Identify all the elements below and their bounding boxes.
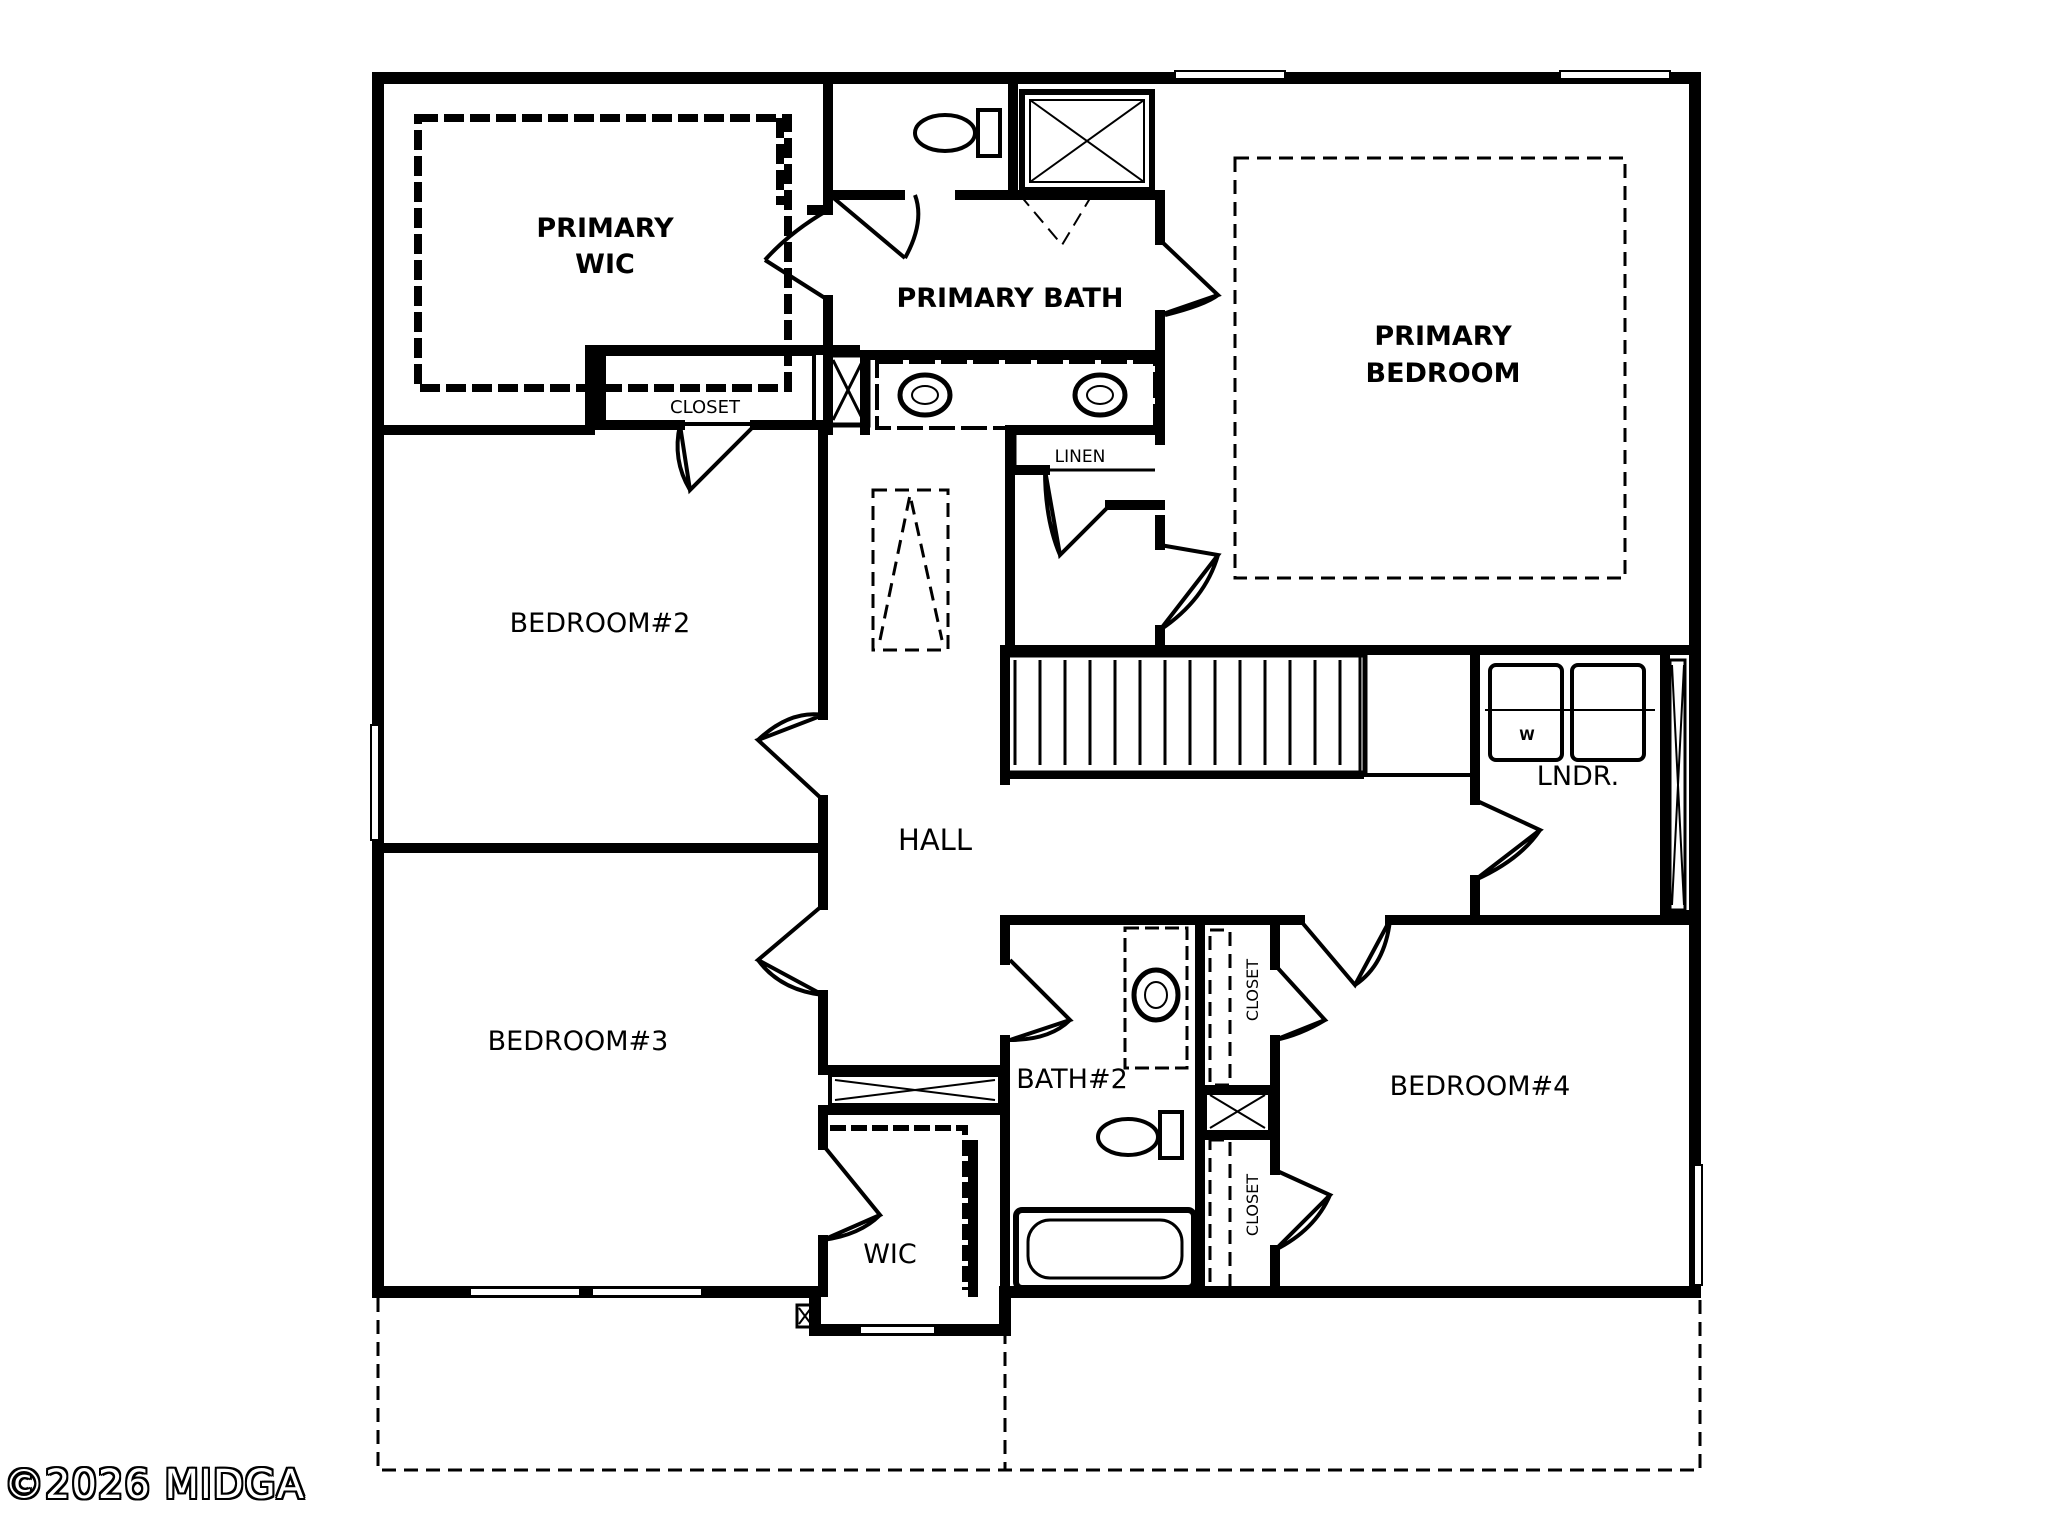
windows — [370, 70, 1703, 1335]
label-laundry: LNDR. — [1537, 761, 1619, 792]
wic-small-shelving — [830, 1125, 968, 1290]
label-closet-right-lower: CLOSET — [1243, 1174, 1262, 1236]
staircase — [1002, 652, 1470, 777]
closet-shelving — [1203, 928, 1272, 1292]
label-bath2: BATH#2 — [1016, 1064, 1128, 1095]
label-bedroom2: BEDROOM#2 — [510, 608, 691, 639]
utility-box — [825, 352, 871, 428]
attic-access — [871, 488, 950, 652]
label-primary-bedroom-1: PRIMARY — [1374, 321, 1512, 352]
bath2-fixtures — [1013, 926, 1197, 1291]
doors — [675, 193, 1544, 1252]
label-primary-bedroom-2: BEDROOM — [1366, 358, 1521, 389]
label-closet-right-upper: CLOSET — [1243, 959, 1262, 1021]
label-wic-small: WIC — [863, 1239, 917, 1270]
label-washer: W — [1519, 728, 1534, 744]
small-x-box — [795, 1303, 815, 1329]
tray-ceiling-outline — [1233, 156, 1627, 580]
label-linen: LINEN — [1055, 447, 1106, 467]
label-bedroom4: BEDROOM#4 — [1390, 1071, 1571, 1102]
label-primary-wic-1: PRIMARY — [536, 213, 674, 244]
laundry-appliances — [1485, 658, 1687, 912]
double-vanity — [875, 360, 1157, 430]
label-closet-top: CLOSET — [670, 397, 741, 418]
label-primary-bath: PRIMARY BATH — [896, 283, 1123, 314]
room-labels: PRIMARY WIC PRIMARY BATH PRIMARY BEDROOM… — [488, 213, 1620, 1270]
wic-shelving — [414, 114, 792, 392]
shower — [1019, 89, 1155, 247]
label-bedroom3: BEDROOM#3 — [488, 1026, 669, 1057]
toilet-icon — [913, 108, 1002, 158]
hall-linen-box — [828, 1073, 1002, 1107]
label-primary-wic-2: WIC — [575, 249, 635, 280]
copyright-watermark: ©2026 MIDGA — [4, 1462, 305, 1508]
label-hall: HALL — [898, 823, 972, 857]
porch-outline — [376, 1298, 1702, 1472]
